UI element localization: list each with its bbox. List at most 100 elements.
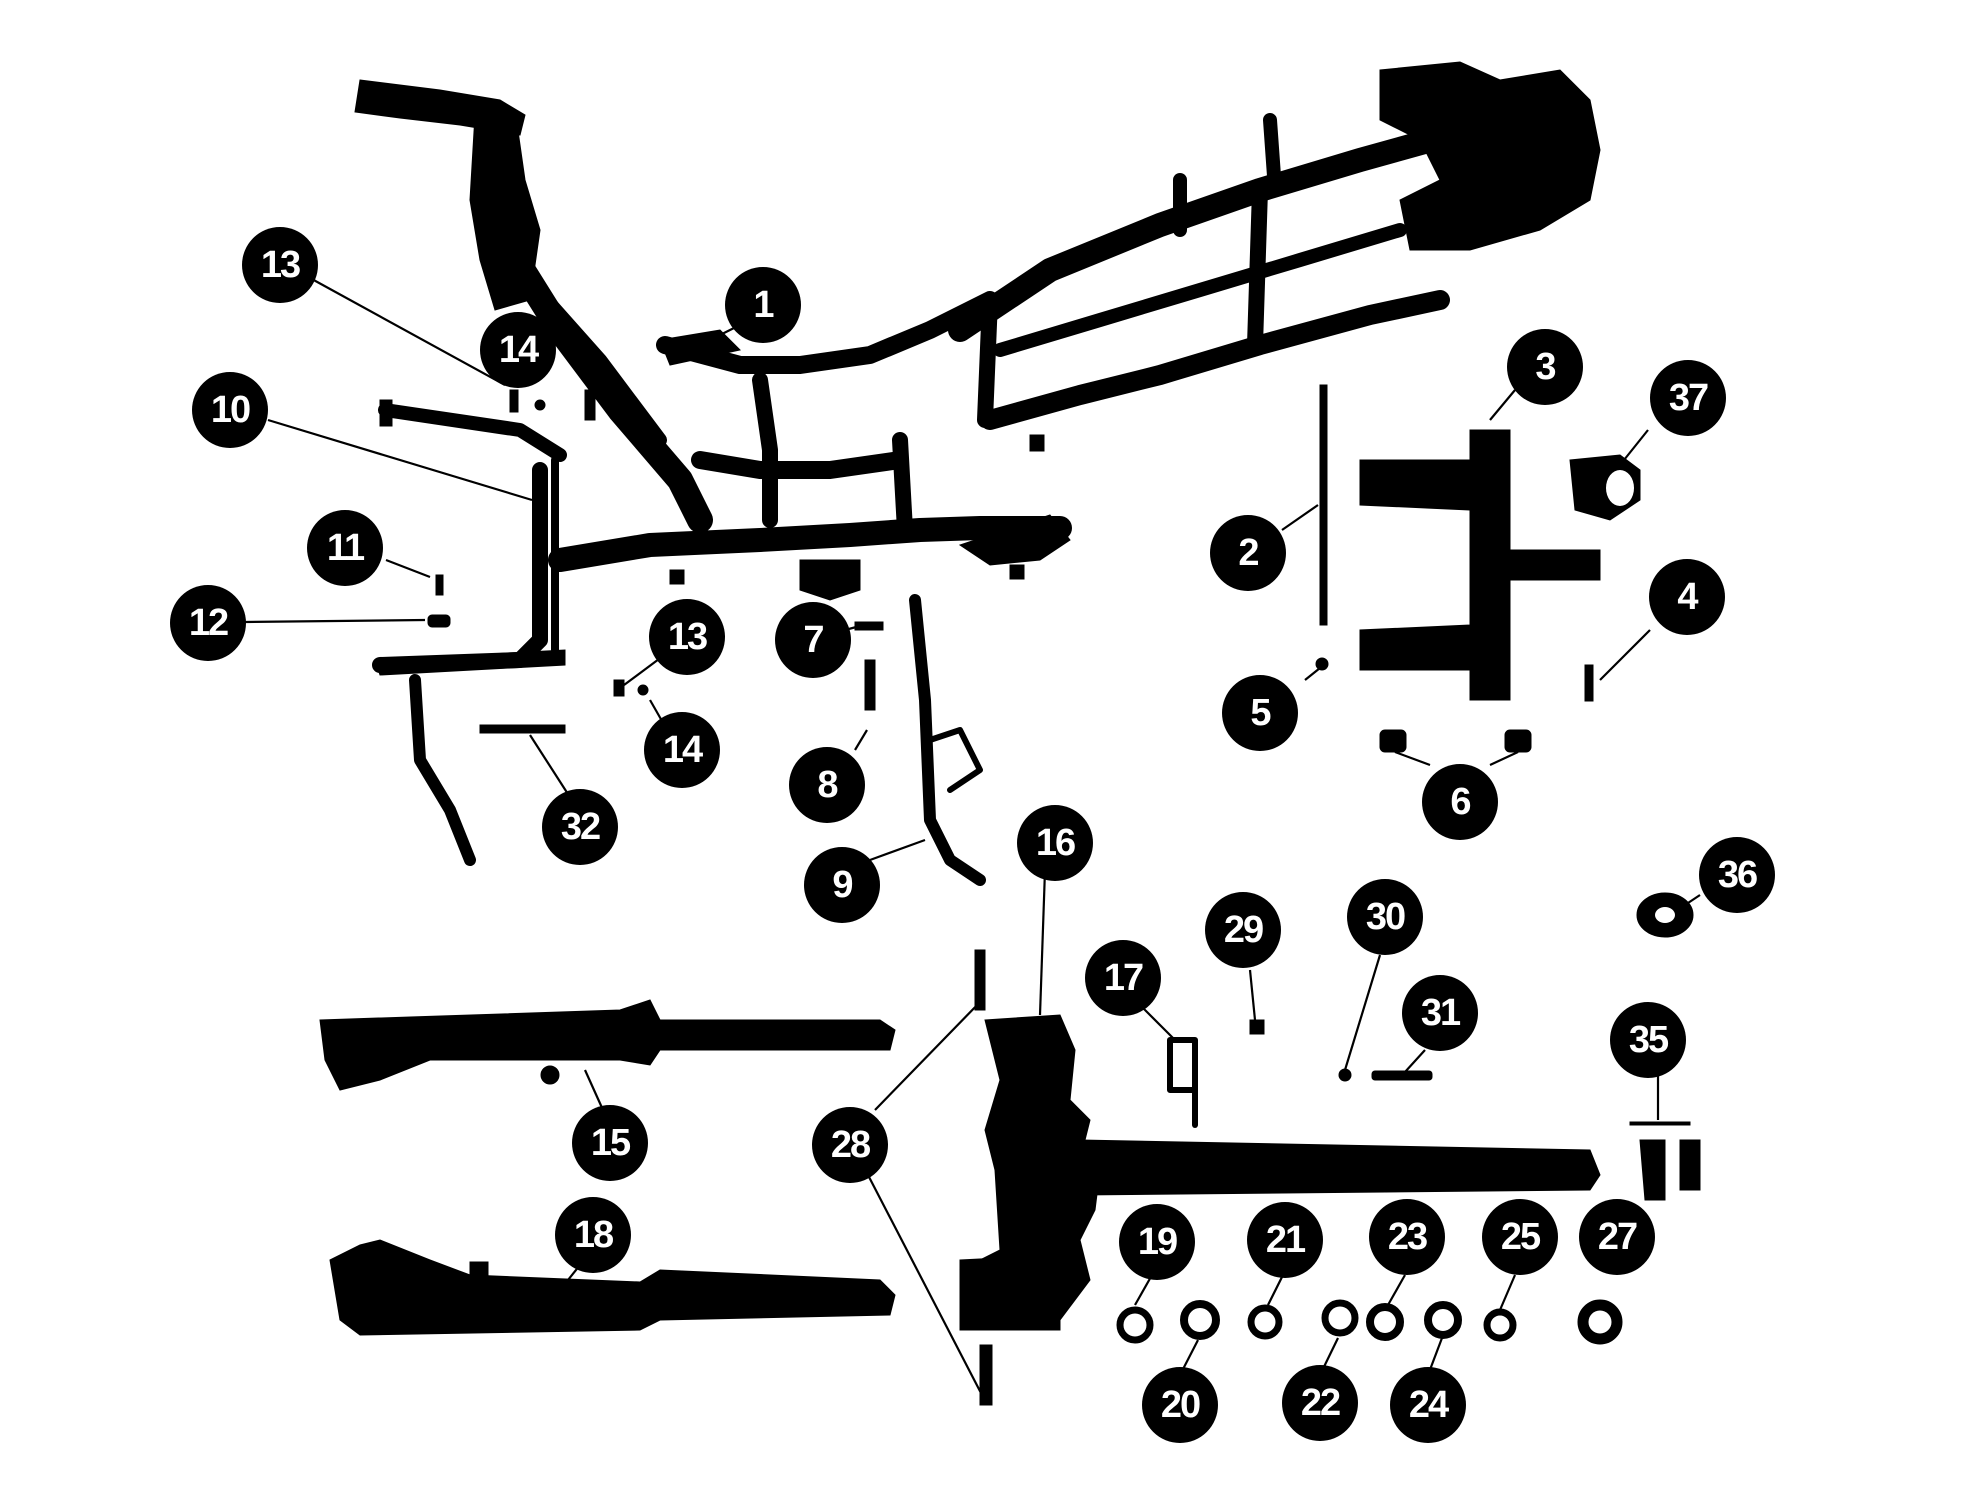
svg-text:29: 29	[1224, 909, 1263, 951]
part-screw-13b	[613, 679, 625, 697]
callout-32: 32	[542, 789, 618, 865]
svg-text:8: 8	[817, 764, 837, 806]
part-rubber-mounts	[1379, 729, 1532, 753]
svg-text:21: 21	[1266, 1219, 1306, 1261]
callout-14-mid: 14	[644, 712, 720, 788]
svg-text:10: 10	[211, 389, 250, 431]
part-nut	[1315, 657, 1329, 671]
callout-5: 5	[1222, 675, 1298, 751]
svg-text:28: 28	[831, 1124, 870, 1166]
callout-17: 17	[1085, 940, 1161, 1016]
callout-7: 7	[775, 602, 851, 678]
callout-3: 3	[1507, 329, 1583, 405]
svg-text:36: 36	[1718, 854, 1757, 896]
callout-28: 28	[812, 1107, 888, 1183]
callout-36: 36	[1699, 837, 1775, 913]
leader-lines	[244, 277, 1701, 1396]
part-ring-nut	[1636, 892, 1694, 938]
svg-text:31: 31	[1421, 992, 1461, 1034]
callout-15: 15	[572, 1105, 648, 1181]
svg-text:11: 11	[327, 527, 365, 569]
callout-2: 2	[1210, 515, 1286, 591]
part-side-stand	[909, 594, 986, 886]
callout-22: 22	[1282, 1365, 1358, 1441]
callout-31: 31	[1402, 975, 1478, 1051]
svg-text:18: 18	[574, 1214, 613, 1256]
svg-text:17: 17	[1104, 957, 1143, 999]
callout-14-top: 14	[480, 312, 556, 388]
svg-text:16: 16	[1036, 822, 1075, 864]
svg-text:12: 12	[189, 602, 228, 644]
svg-text:3: 3	[1535, 346, 1555, 388]
part-nut-14b	[637, 684, 649, 696]
svg-text:7: 7	[803, 619, 823, 661]
part-main-frame	[354, 61, 1601, 601]
svg-text:4: 4	[1677, 576, 1698, 618]
part-pin	[864, 659, 876, 711]
callout-35: 35	[1610, 1002, 1686, 1078]
callout-6: 6	[1422, 764, 1498, 840]
svg-text:1: 1	[753, 284, 774, 326]
svg-text:13: 13	[668, 616, 707, 658]
callout-18: 18	[555, 1197, 631, 1273]
callout-12: 12	[170, 585, 246, 661]
svg-text:30: 30	[1366, 896, 1405, 938]
part-screw-29	[1249, 1019, 1265, 1035]
callout-21: 21	[1247, 1202, 1323, 1278]
part-washer-row	[1116, 1299, 1623, 1345]
part-front-frame	[372, 399, 567, 866]
part-screw-13a	[509, 389, 519, 413]
callout-24: 24	[1390, 1367, 1466, 1443]
part-clip	[1584, 664, 1594, 702]
callout-37: 37	[1650, 360, 1726, 436]
svg-text:23: 23	[1388, 1216, 1427, 1258]
part-nut-14a	[534, 399, 546, 411]
svg-text:14: 14	[499, 329, 539, 371]
svg-text:6: 6	[1450, 781, 1470, 823]
part-pin-11	[435, 574, 444, 596]
part-clip-12	[427, 614, 451, 628]
part-washer-30	[1338, 1068, 1352, 1082]
svg-text:32: 32	[561, 806, 600, 848]
callout-30: 30	[1347, 879, 1423, 955]
part-bolt-7	[854, 621, 884, 631]
part-bracket	[1167, 1037, 1198, 1128]
callout-23: 23	[1369, 1199, 1445, 1275]
svg-text:25: 25	[1501, 1216, 1541, 1258]
svg-text:24: 24	[1409, 1384, 1449, 1426]
callout-4: 4	[1649, 559, 1725, 635]
callout-13-top: 13	[242, 227, 318, 303]
part-plate	[479, 724, 566, 734]
svg-text:20: 20	[1161, 1384, 1200, 1426]
callout-11: 11	[307, 510, 383, 586]
part-cross-bracket	[1359, 429, 1601, 701]
callout-20: 20	[1142, 1367, 1218, 1443]
callout-27: 27	[1579, 1199, 1655, 1275]
svg-text:22: 22	[1301, 1382, 1340, 1424]
svg-text:35: 35	[1629, 1019, 1669, 1061]
part-fork-tube-upper	[319, 999, 896, 1091]
svg-text:2: 2	[1238, 532, 1258, 574]
callout-1: 1	[725, 267, 801, 343]
callout-13-mid: 13	[649, 599, 725, 675]
callout-25: 25	[1482, 1199, 1558, 1275]
part-rod	[1319, 384, 1328, 626]
svg-text:14: 14	[663, 729, 703, 771]
svg-text:9: 9	[832, 864, 852, 906]
part-bolt-31	[1371, 1070, 1433, 1081]
part-fork-tube-lower	[329, 1239, 896, 1336]
part-stem-bolt	[974, 949, 986, 1011]
part-steering-stem	[959, 1014, 1601, 1406]
callout-9: 9	[804, 847, 880, 923]
callout-19: 19	[1119, 1204, 1195, 1280]
svg-text:37: 37	[1669, 377, 1708, 419]
callout-29: 29	[1205, 892, 1281, 968]
svg-text:5: 5	[1250, 692, 1271, 734]
callout-8: 8	[789, 747, 865, 823]
part-bearing-set	[1629, 1121, 1701, 1201]
svg-text:13: 13	[261, 244, 300, 286]
callout-10: 10	[192, 372, 268, 448]
part-bushing	[1569, 454, 1641, 521]
svg-text:15: 15	[591, 1122, 631, 1164]
